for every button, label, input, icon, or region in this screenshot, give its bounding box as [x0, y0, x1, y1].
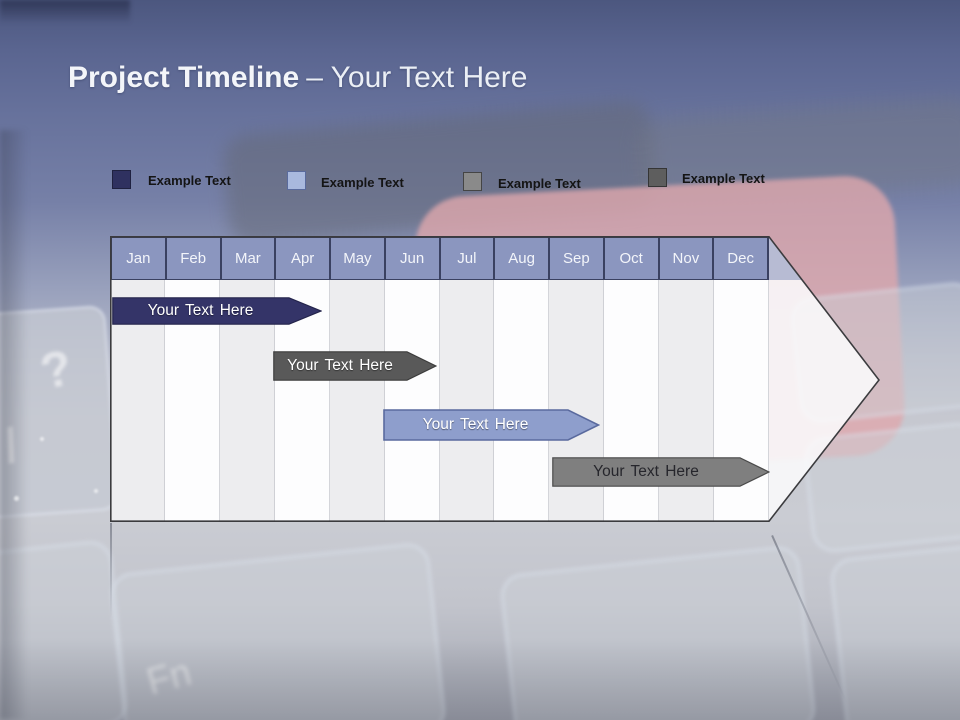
timeline-chart: Jan Feb Mar Apr May Jun Jul Aug Sep Oct …: [110, 236, 880, 522]
bar-label: Your Text Here: [422, 416, 529, 433]
month-header-apr: Apr: [276, 238, 331, 279]
legend-label: Example Text: [321, 175, 404, 190]
legend-label: Example Text: [682, 171, 765, 186]
month-header-jan: Jan: [112, 238, 167, 279]
month-header-oct: Oct: [604, 238, 660, 279]
timeline-bar-4: Your Text Here: [552, 457, 770, 487]
bar-label: Your Text Here: [147, 302, 254, 319]
dust-speck: [40, 437, 44, 441]
legend-label: Example Text: [148, 173, 231, 188]
table-edge-reflection: [110, 523, 112, 618]
timeline-bar-1: Your Text Here: [112, 297, 322, 325]
shadow-top-left: [0, 0, 130, 24]
month-header-may: May: [331, 238, 386, 279]
month-column: [439, 280, 495, 521]
timeline-bar-2: Your Text Here: [273, 351, 437, 381]
month-column: [384, 280, 440, 521]
dust-speck: [94, 489, 98, 493]
month-column: [494, 280, 550, 521]
month-column: [329, 280, 385, 521]
month-header-row: Jan Feb Mar Apr May Jun Jul Aug Sep Oct …: [110, 236, 769, 280]
shadow-left-edge: [0, 130, 28, 720]
month-header-jul: Jul: [440, 238, 496, 279]
month-header-feb: Feb: [166, 238, 222, 279]
dust-speck: [14, 496, 19, 501]
question-mark-glyph: ?: [35, 338, 78, 401]
legend-swatch-navy: [112, 170, 131, 189]
bar-label: Your Text Here: [593, 463, 699, 480]
month-header-mar: Mar: [221, 238, 277, 279]
month-header-sep: Sep: [550, 238, 605, 279]
slide-title-subtitle: – Your Text Here: [306, 61, 528, 94]
timeline-bar-3: Your Text Here: [383, 409, 600, 441]
legend-swatch-gray: [463, 172, 482, 191]
legend-swatch-periwinkle: [287, 171, 306, 190]
slide-title: Project Timeline– Your Text Here: [68, 61, 527, 96]
legend-label: Example Text: [498, 176, 581, 191]
month-header-nov: Nov: [659, 238, 715, 279]
month-header-aug: Aug: [495, 238, 550, 279]
legend-swatch-darkgray: [648, 168, 667, 187]
month-header-jun: Jun: [385, 238, 441, 279]
shadow-bottom-edge: [0, 640, 960, 720]
bar-label: Your Text Here: [287, 357, 393, 374]
slide-title-main: Project Timeline: [68, 61, 300, 94]
month-header-dec: Dec: [714, 238, 769, 279]
